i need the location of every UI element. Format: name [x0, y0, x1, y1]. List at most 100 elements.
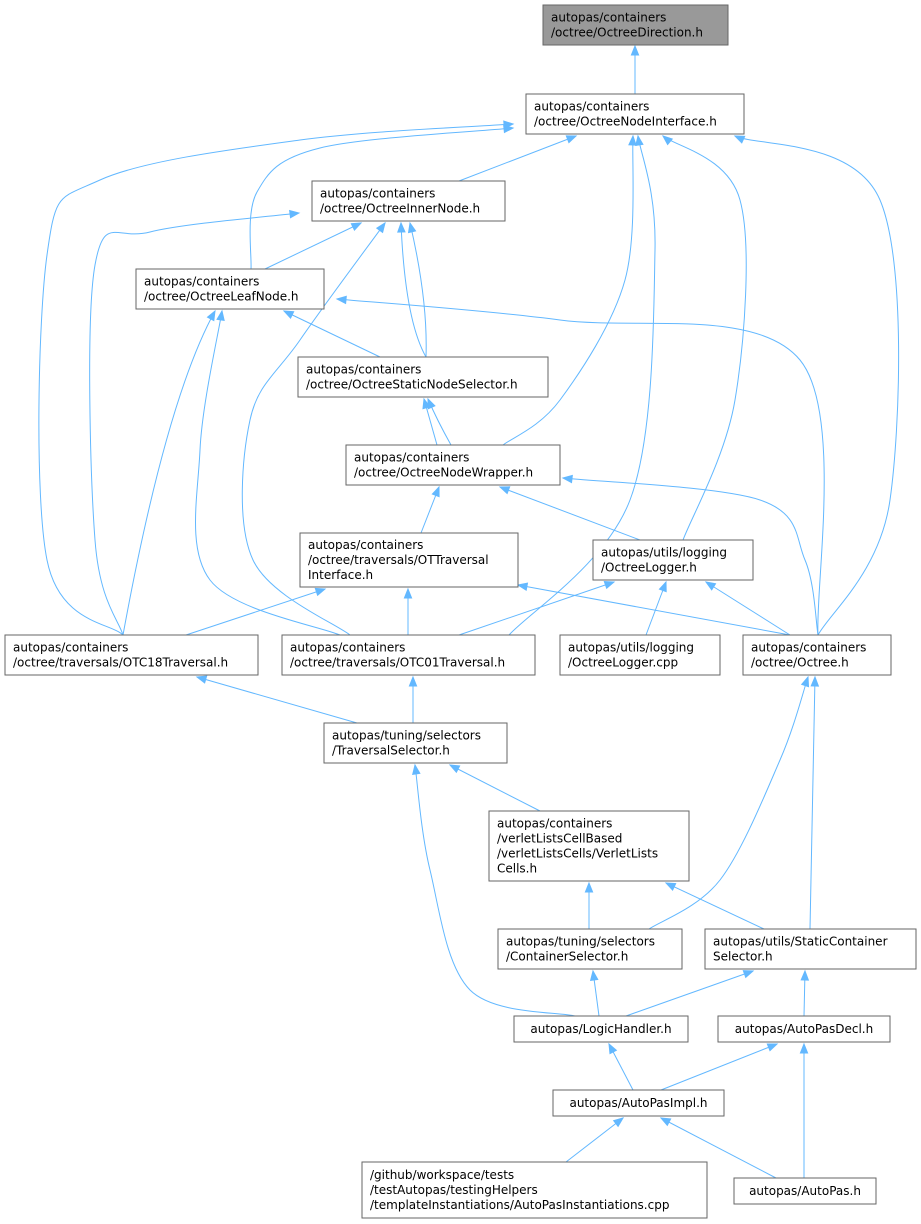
file-node-label-line: /templateInstantiations/AutoPasInstantia…	[370, 1198, 669, 1212]
file-node-label-line: autopas/containers	[290, 641, 405, 655]
file-node-box	[513, 1015, 689, 1043]
file-node-label-line: /testAutopas/testingHelpers	[370, 1183, 538, 1197]
file-node-ot-traversal-interface[interactable]: autopas/containers/octree/traversals/OTT…	[299, 532, 519, 588]
file-node-label-line: autopas/AutoPas.h	[749, 1184, 861, 1198]
dependency-edge-line	[660, 1117, 777, 1179]
file-node-container-selector[interactable]: autopas/tuning/selectors/ContainerSelect…	[497, 928, 683, 970]
dependency-edge-line	[38, 123, 514, 636]
dependency-arrowhead	[516, 582, 529, 591]
dependency-arrowhead	[431, 485, 440, 498]
file-node-label-line: /octree/OctreeDirection.h	[551, 26, 703, 40]
file-node-label-line: Interface.h	[308, 568, 373, 582]
dependency-edge	[458, 580, 616, 636]
file-node-octree-logger-cpp[interactable]: autopas/utils/logging/OctreeLogger.cpp	[559, 634, 721, 676]
dependency-arrowhead	[800, 675, 810, 688]
file-node-label-line: autopas/containers	[534, 100, 649, 114]
file-node-octree-node-wrapper[interactable]: autopas/containers/octree/OctreeNodeWrap…	[345, 444, 561, 486]
file-node-label-line: /octree/traversals/OTC18Traversal.h	[13, 656, 228, 670]
dependency-arrowhead	[503, 120, 515, 130]
dependency-edge	[185, 587, 327, 636]
dependency-arrowhead	[733, 135, 746, 144]
graph-edges	[38, 44, 900, 1179]
file-node-octree-leaf-node[interactable]: autopas/containers/octree/OctreeLeafNode…	[135, 268, 325, 310]
dependency-edge	[608, 1042, 634, 1091]
dependency-arrowhead	[658, 580, 667, 593]
dependency-edge-line	[625, 970, 754, 1017]
file-node-label-line: autopas/tuning/selectors	[332, 729, 481, 743]
dependency-edge-line	[89, 212, 300, 636]
dependency-edge-line	[458, 135, 577, 182]
dependency-edge	[584, 881, 594, 929]
file-node-octree-logger-h[interactable]: autopas/utils/logging/OctreeLogger.h	[592, 539, 754, 581]
file-node-box	[542, 4, 729, 46]
dependency-edge	[448, 764, 541, 812]
dependency-edge-line	[409, 222, 427, 358]
dependency-edge	[660, 1043, 779, 1091]
dependency-arrowhead	[664, 882, 677, 891]
file-node-otc01-traversal[interactable]: autopas/containers/octree/traversals/OTC…	[281, 634, 536, 676]
file-node-label-line: Selector.h	[713, 950, 773, 964]
dependency-arrowhead	[565, 135, 578, 144]
file-node-autopas-impl[interactable]: autopas/AutoPasImpl.h	[552, 1089, 725, 1117]
file-node-box	[717, 1015, 891, 1043]
file-node-autopas-instantiations[interactable]: /github/workspace/tests/testAutopas/test…	[361, 1161, 708, 1219]
file-node-box	[742, 634, 892, 676]
dependency-edge-line	[249, 127, 514, 270]
file-node-logic-handler[interactable]: autopas/LogicHandler.h	[513, 1015, 689, 1043]
file-node-verlet-lists-cells[interactable]: autopas/containers/verletListsCellBased/…	[488, 810, 690, 882]
dependency-edge	[407, 221, 427, 358]
dependency-edge-line	[458, 581, 615, 636]
file-node-label-line: /octree/OctreeNodeWrapper.h	[354, 466, 533, 480]
dependency-arrowhead	[659, 1117, 672, 1127]
file-node-octree-node-interface[interactable]: autopas/containers/octree/OctreeNodeInte…	[525, 93, 745, 135]
dependency-edge-line	[336, 298, 825, 636]
dependency-edge	[704, 581, 791, 636]
dependency-edge-line	[565, 1117, 624, 1163]
file-node-box	[497, 928, 683, 970]
file-node-box	[559, 634, 721, 676]
dependency-arrowhead	[799, 1042, 809, 1054]
dependency-arrowhead	[216, 309, 225, 322]
dependency-edge	[648, 675, 810, 930]
file-node-label-line: /octree/Octree.h	[751, 656, 849, 670]
file-node-label-line: autopas/containers	[751, 641, 866, 655]
graph-nodes: autopas/containers/octree/OctreeDirectio…	[4, 4, 917, 1219]
file-node-autopas-decl[interactable]: autopas/AutoPasDecl.h	[717, 1015, 891, 1043]
dependency-arrowhead	[628, 134, 637, 146]
file-node-label-line: /octree/traversals/OTTraversal	[308, 553, 489, 567]
file-node-box	[311, 180, 506, 222]
dependency-edge	[397, 221, 427, 358]
file-node-label-line: autopas/containers	[306, 363, 421, 377]
dependency-arrowhead	[704, 581, 717, 591]
file-node-box	[552, 1089, 725, 1117]
file-node-octree-inner-node[interactable]: autopas/containers/octree/OctreeInnerNod…	[311, 180, 506, 222]
dependency-arrowhead	[397, 221, 406, 233]
dependency-arrowhead	[612, 1117, 625, 1128]
dependency-arrowhead	[742, 970, 755, 979]
file-node-label-line: /OctreeLogger.cpp	[568, 656, 678, 670]
file-node-traversal-selector[interactable]: autopas/tuning/selectors/TraversalSelect…	[323, 722, 508, 764]
dependency-edge-line	[660, 1043, 778, 1091]
dependency-edge	[420, 485, 440, 534]
file-node-otc18-traversal[interactable]: autopas/containers/octree/traversals/OTC…	[4, 634, 259, 676]
dependency-arrowhead	[635, 134, 644, 147]
file-node-octree-static-node-selector[interactable]: autopas/containers/octree/OctreeStaticNo…	[297, 356, 549, 398]
dependency-arrowhead	[810, 675, 820, 687]
dependency-edge-line	[648, 676, 809, 930]
dependency-edge-line	[264, 222, 362, 270]
dependency-edge-line	[517, 584, 791, 636]
file-node-autopas-h[interactable]: autopas/AutoPas.h	[733, 1177, 877, 1205]
dependency-edge	[645, 580, 667, 636]
file-node-box	[733, 1177, 877, 1205]
dependency-arrowhead	[335, 295, 347, 305]
dependency-edge-line	[508, 135, 656, 636]
dependency-edge-line	[562, 477, 819, 636]
file-node-label-line: autopas/containers	[320, 187, 435, 201]
file-node-octree-h[interactable]: autopas/containers/octree/Octree.h	[742, 634, 892, 676]
dependency-arrowhead	[350, 222, 363, 232]
dependency-edge	[403, 587, 413, 635]
file-node-label-line: autopas/utils/logging	[601, 546, 727, 560]
file-node-label-line: /octree/OctreeInnerNode.h	[320, 202, 480, 216]
dependency-edge-line	[502, 135, 634, 446]
